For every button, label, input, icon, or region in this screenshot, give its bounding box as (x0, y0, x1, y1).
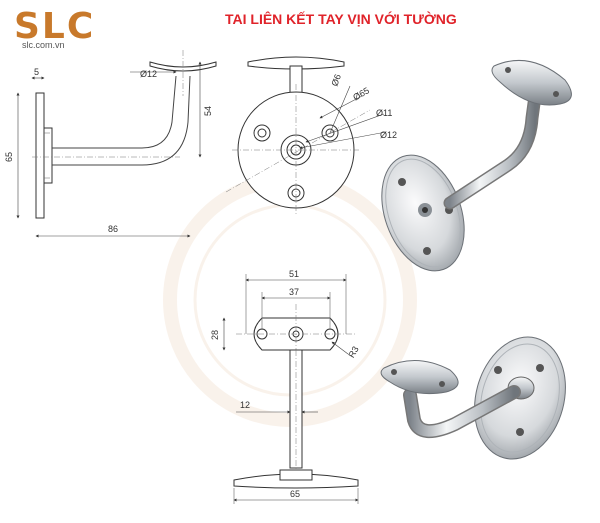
front-view: Ø6 Ø65 Ø11 Ø12 (225, 56, 397, 214)
top-view: 51 37 28 R3 12 65 (210, 269, 361, 504)
dim-hole-spacing: 37 (289, 287, 299, 297)
iso-render-bottom (380, 336, 566, 460)
website-text: slc.com.vn (22, 40, 65, 50)
dim-hole: Ø6 (329, 73, 343, 88)
dim-base-width: 65 (290, 489, 300, 499)
dim-pad-height: 28 (210, 330, 220, 340)
dim-pad-width: 51 (289, 269, 299, 279)
iso-render-top (381, 60, 572, 272)
dim-plate-thickness: 5 (34, 67, 39, 77)
dim-side-rod: Ø12 (140, 69, 157, 79)
logo-text: SLC (14, 6, 95, 47)
dim-rod-offset: 12 (240, 400, 250, 410)
brand-logo: SLC slc.com.vn (14, 6, 95, 50)
dim-plate-dia: Ø65 (351, 85, 371, 102)
dim-height: 65 (4, 152, 14, 162)
dim-radius: R3 (346, 344, 360, 359)
dim-front-rod: Ø12 (380, 130, 397, 140)
side-view: 5 Ø12 65 54 86 (4, 50, 217, 238)
dim-boss: Ø11 (376, 108, 392, 118)
dim-rise: 54 (203, 106, 213, 116)
dim-projection: 86 (108, 224, 118, 234)
page-title: TAI LIÊN KẾT TAY VỊN VỚI TƯỜNG (225, 10, 457, 27)
